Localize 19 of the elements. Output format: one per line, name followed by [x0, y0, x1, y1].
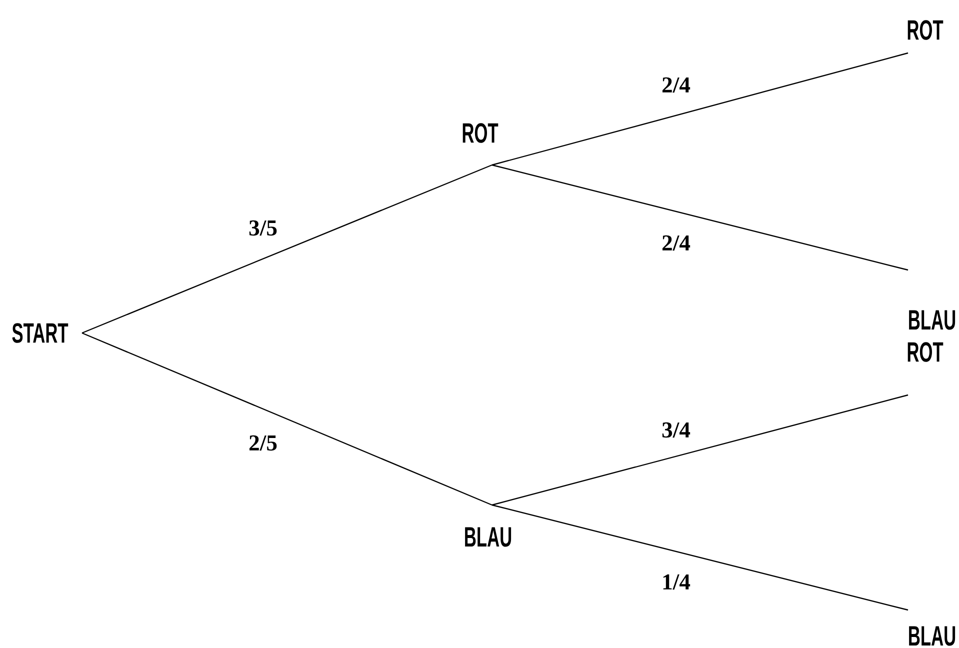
edge-label: 2/4	[660, 76, 692, 94]
node-label: ROT	[462, 123, 498, 143]
edge-label: 3/4	[660, 421, 692, 439]
node-label: BLAU	[465, 527, 512, 547]
node-label: ROT	[908, 342, 944, 362]
branch-line	[82, 164, 492, 334]
edge-label: 2/4	[660, 234, 692, 252]
branch-line	[492, 52, 908, 166]
node-label: START	[12, 323, 68, 343]
node-label: ROT	[908, 20, 944, 40]
node-label: BLAU	[909, 626, 956, 646]
node-label: BLAU	[909, 310, 956, 330]
edge-label: 1/4	[660, 573, 692, 591]
branch-line	[82, 332, 492, 506]
branch-line	[492, 164, 908, 271]
edge-label: 3/5	[247, 219, 279, 237]
branch-line	[492, 394, 908, 506]
branch-line	[492, 504, 908, 611]
edge-label: 2/5	[247, 434, 279, 452]
